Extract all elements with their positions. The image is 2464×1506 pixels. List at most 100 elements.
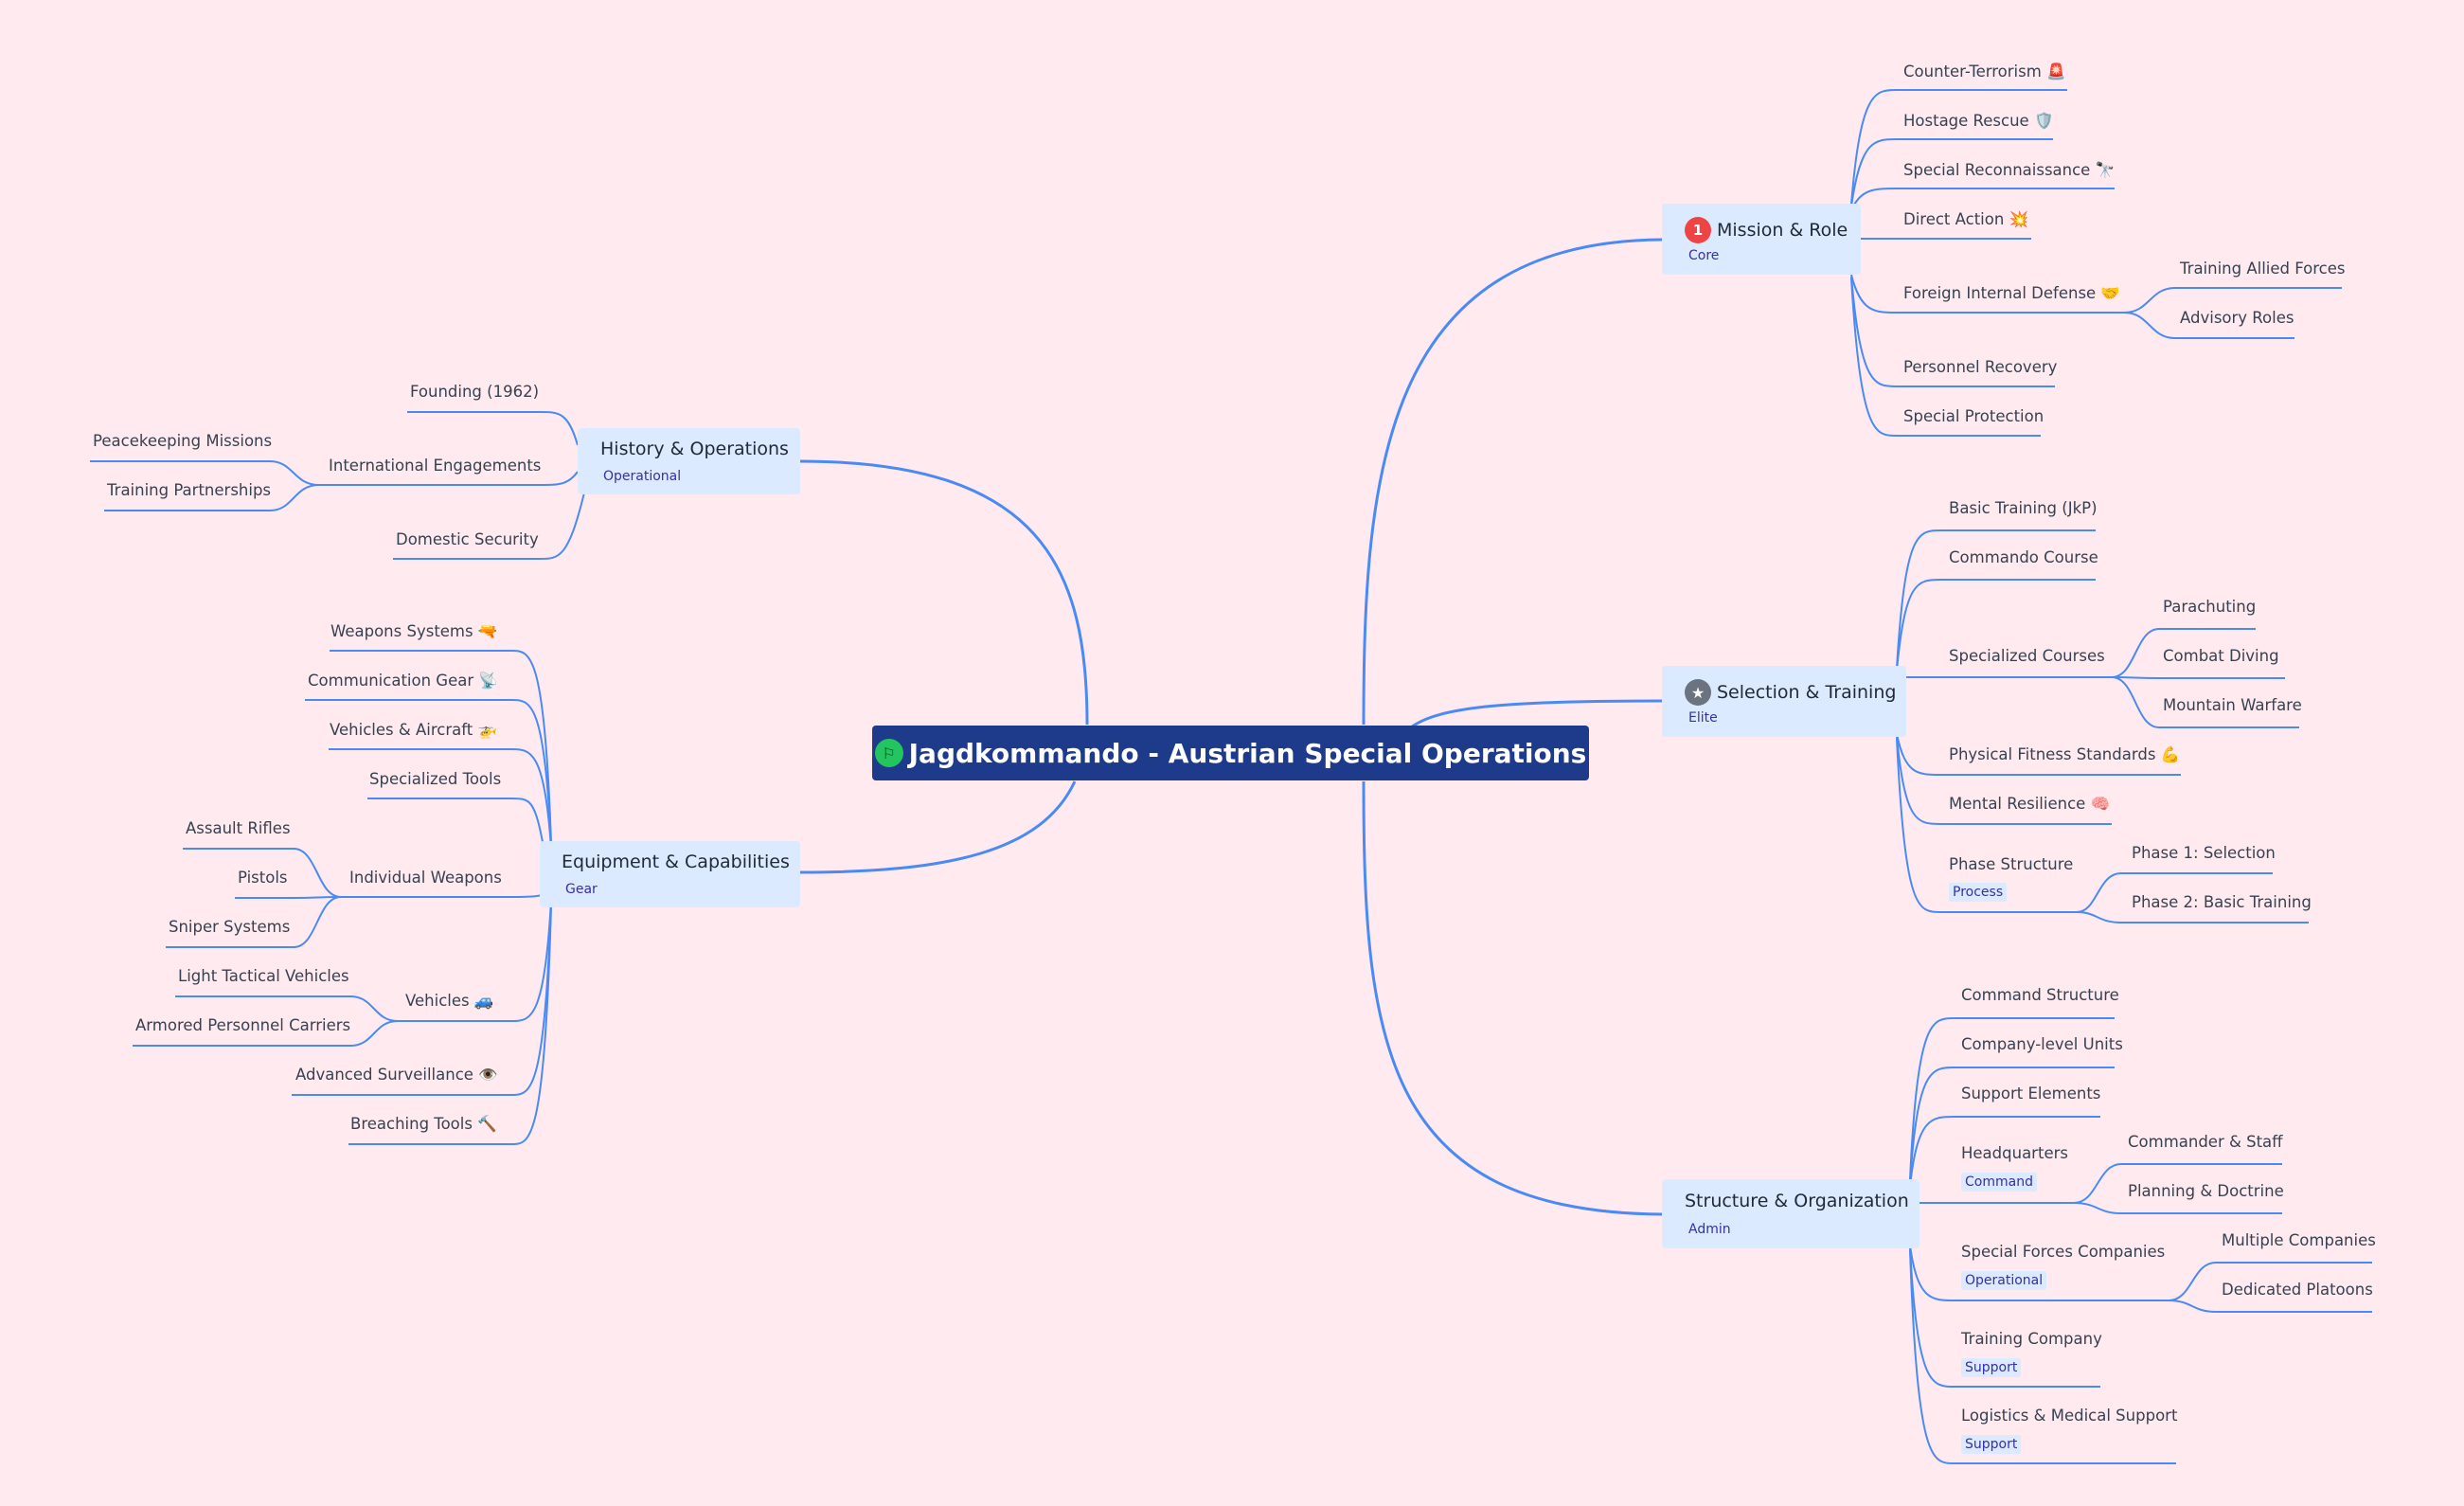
tag-command: Command bbox=[1961, 1173, 2037, 1192]
leaf-individual-weapons[interactable]: Individual Weapons bbox=[349, 869, 502, 887]
link-breaching-tools bbox=[348, 905, 552, 1145]
link-founding bbox=[407, 411, 579, 446]
leaf-communication-gear[interactable]: Communication Gear 📡 bbox=[308, 672, 498, 690]
leaf-special-forces-companies[interactable]: Special Forces Companies bbox=[1961, 1243, 2166, 1261]
leaf-special-reconnaissance[interactable]: Special Reconnaissance 🔭 bbox=[1903, 161, 2116, 179]
link-advisory bbox=[2123, 312, 2294, 339]
leaf-vehicles-aircraft[interactable]: Vehicles & Aircraft 🚁 bbox=[330, 721, 497, 739]
leaf-special-protection[interactable]: Special Protection bbox=[1903, 407, 2044, 425]
leaf-advanced-surveillance[interactable]: Advanced Surveillance 👁️ bbox=[295, 1066, 498, 1084]
link-commander-staff bbox=[2073, 1163, 2282, 1204]
link-command-structure bbox=[1909, 1017, 2115, 1180]
leaf-counter-terrorism[interactable]: Counter-Terrorism 🚨 bbox=[1903, 63, 2066, 81]
leaf-breaching-tools[interactable]: Breaching Tools 🔨 bbox=[350, 1115, 497, 1133]
tag-operational: Operational bbox=[1961, 1271, 2047, 1290]
leaf-personnel-recovery[interactable]: Personnel Recovery bbox=[1903, 358, 2058, 376]
leaf-mental-resilience[interactable]: Mental Resilience 🧠 bbox=[1949, 795, 2111, 813]
link-hostage-rescue bbox=[1850, 138, 2053, 207]
link-peacekeeping bbox=[90, 460, 320, 486]
link-assault-rifles bbox=[183, 848, 342, 898]
link-planning-doctrine bbox=[2073, 1202, 2282, 1214]
link-international bbox=[319, 471, 579, 486]
link-training-company bbox=[1909, 1247, 2100, 1388]
star-icon: ★ bbox=[1685, 679, 1711, 706]
leaf-phase-2[interactable]: Phase 2: Basic Training bbox=[2132, 893, 2312, 911]
leaf-specialized-courses[interactable]: Specialized Courses bbox=[1949, 647, 2105, 665]
leaf-company-level-units[interactable]: Company-level Units bbox=[1961, 1035, 2123, 1053]
leaf-dedicated-platoons[interactable]: Dedicated Platoons bbox=[2222, 1281, 2373, 1299]
leaf-founding[interactable]: Founding (1962) bbox=[410, 383, 540, 401]
link-root-structure bbox=[1362, 780, 1663, 1216]
branch-equipment-capabilities[interactable]: Equipment & Capabilities Gear bbox=[540, 841, 800, 907]
leaf-basic-training[interactable]: Basic Training (JkP) bbox=[1949, 499, 2098, 517]
leaf-physical-fitness[interactable]: Physical Fitness Standards 💪 bbox=[1949, 745, 2181, 763]
leaf-multiple-companies[interactable]: Multiple Companies bbox=[2222, 1231, 2376, 1249]
link-parachuting bbox=[2111, 628, 2256, 678]
tag-process: Process bbox=[1949, 883, 2008, 902]
link-root-history bbox=[799, 459, 1089, 726]
leaf-specialized-tools[interactable]: Specialized Tools bbox=[369, 770, 502, 788]
leaf-mountain-warfare[interactable]: Mountain Warfare bbox=[2163, 696, 2302, 714]
leaf-light-tactical-vehicles[interactable]: Light Tactical Vehicles bbox=[178, 967, 349, 985]
link-combat-diving bbox=[2111, 676, 2285, 679]
branch-title: Structure & Organization bbox=[1685, 1191, 1909, 1211]
link-fitness bbox=[1896, 733, 2181, 776]
link-light-tactical bbox=[175, 995, 399, 1022]
leaf-combat-diving[interactable]: Combat Diving bbox=[2163, 647, 2279, 665]
leaf-weapons-systems[interactable]: Weapons Systems 🔫 bbox=[330, 622, 498, 640]
leaf-foreign-internal-defense[interactable]: Foreign Internal Defense 🤝 bbox=[1903, 284, 2120, 302]
link-mental bbox=[1896, 736, 2112, 825]
link-dedicated-platoons bbox=[2168, 1300, 2372, 1313]
leaf-pistols[interactable]: Pistols bbox=[238, 869, 288, 887]
leaf-phase-structure[interactable]: Phase Structure bbox=[1949, 855, 2074, 873]
branch-title: Mission & Role bbox=[1717, 220, 1848, 241]
leaf-logistics-medical[interactable]: Logistics & Medical Support bbox=[1961, 1407, 2178, 1425]
branch-tag: Gear bbox=[565, 882, 598, 897]
leaf-domestic-security[interactable]: Domestic Security bbox=[396, 530, 539, 548]
leaf-training-company[interactable]: Training Company bbox=[1961, 1330, 2102, 1348]
tag-support: Support bbox=[1961, 1358, 2022, 1377]
leaf-peacekeeping-missions[interactable]: Peacekeeping Missions bbox=[93, 432, 273, 450]
leaf-armored-personnel-carriers[interactable]: Armored Personnel Carriers bbox=[135, 1016, 351, 1034]
link-sniper-systems bbox=[166, 896, 342, 948]
link-special-recon bbox=[1850, 188, 2115, 211]
leaf-vehicles[interactable]: Vehicles 🚙 bbox=[405, 992, 494, 1010]
link-personnel-recovery bbox=[1850, 276, 2055, 387]
root-node[interactable]: ⚐ Jagdkommando - Austrian Special Operat… bbox=[872, 726, 1589, 780]
link-basic-training bbox=[1896, 529, 2096, 669]
link-individual-weapons bbox=[341, 889, 552, 898]
leaf-international-engagements[interactable]: International Engagements bbox=[329, 457, 542, 475]
link-communication-gear bbox=[305, 699, 552, 847]
branch-tag: Elite bbox=[1688, 710, 1718, 726]
leaf-direct-action[interactable]: Direct Action 💥 bbox=[1903, 210, 2029, 228]
leaf-hostage-rescue[interactable]: Hostage Rescue 🛡️ bbox=[1903, 112, 2054, 130]
link-phase2 bbox=[2076, 911, 2309, 923]
leaf-advisory-roles[interactable]: Advisory Roles bbox=[2180, 309, 2294, 327]
branch-structure-organization[interactable]: Structure & Organization Admin bbox=[1662, 1179, 1919, 1248]
branch-history-operations[interactable]: History & Operations Operational bbox=[578, 428, 800, 494]
leaf-planning-doctrine[interactable]: Planning & Doctrine bbox=[2128, 1182, 2284, 1200]
link-special-protection bbox=[1850, 278, 2041, 437]
leaf-headquarters[interactable]: Headquarters bbox=[1961, 1144, 2068, 1162]
link-support-elements bbox=[1909, 1116, 2100, 1187]
link-vehicles bbox=[398, 899, 552, 1022]
link-mountain-warfare bbox=[2111, 676, 2299, 728]
link-specialized-tools bbox=[367, 798, 545, 853]
leaf-commando-course[interactable]: Commando Course bbox=[1949, 548, 2098, 566]
leaf-command-structure[interactable]: Command Structure bbox=[1961, 986, 2119, 1004]
root-title: Jagdkommando - Austrian Special Operatio… bbox=[908, 737, 1587, 769]
leaf-training-allied-forces[interactable]: Training Allied Forces bbox=[2180, 260, 2346, 278]
leaf-phase-1[interactable]: Phase 1: Selection bbox=[2132, 844, 2276, 862]
leaf-support-elements[interactable]: Support Elements bbox=[1961, 1085, 2101, 1103]
leaf-training-partnerships[interactable]: Training Partnerships bbox=[107, 481, 272, 499]
leaf-assault-rifles[interactable]: Assault Rifles bbox=[186, 819, 291, 837]
link-phase1 bbox=[2076, 872, 2273, 913]
leaf-commander-staff[interactable]: Commander & Staff bbox=[2128, 1133, 2283, 1151]
leaf-sniper-systems[interactable]: Sniper Systems bbox=[169, 918, 291, 936]
branch-selection-training[interactable]: ★Selection & Training Elite bbox=[1662, 666, 1906, 737]
leaf-parachuting[interactable]: Parachuting bbox=[2163, 598, 2257, 616]
link-root-equipment bbox=[799, 780, 1077, 874]
